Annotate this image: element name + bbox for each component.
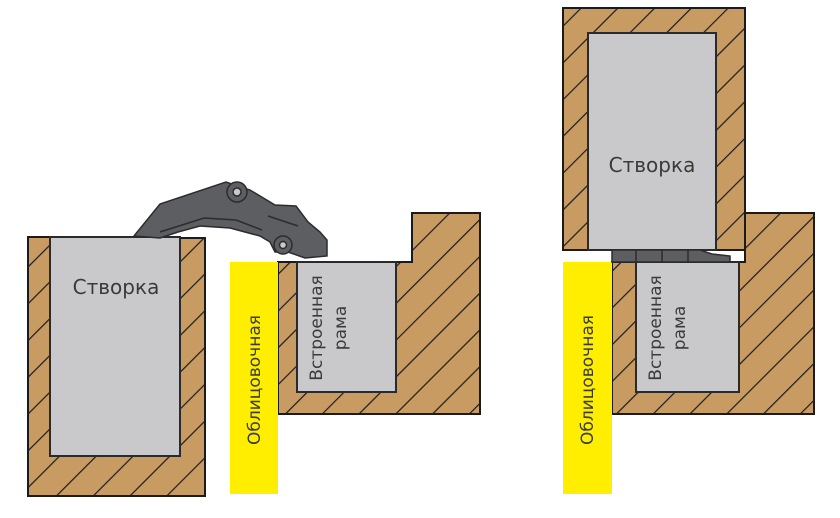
right-builtin-frame [635, 261, 740, 393]
right-hinge [611, 249, 731, 263]
left-sash-label: Створка [73, 275, 160, 299]
left-cladding-strip [230, 262, 278, 494]
right-view: Створка Встроенная рама Облицовочная [562, 7, 815, 494]
left-cladding-label: Облицовочная [245, 315, 265, 445]
right-frame-label-line1: Встроенная [646, 275, 666, 380]
right-cladding-strip [563, 262, 612, 494]
left-builtin-frame [296, 261, 397, 393]
right-frame-label-line2: рама [670, 306, 690, 350]
right-sash-label: Створка [609, 153, 696, 177]
left-frame-label-line1: Встроенная [307, 275, 327, 380]
left-frame-label-line2: рама [331, 306, 351, 350]
right-sash-panel [587, 32, 717, 251]
left-hinge [132, 181, 328, 259]
right-cladding-label: Облицовочная [578, 315, 598, 445]
left-sash-panel [49, 236, 181, 457]
left-view: Створка Встроенная рама Облицовочная [27, 181, 481, 497]
